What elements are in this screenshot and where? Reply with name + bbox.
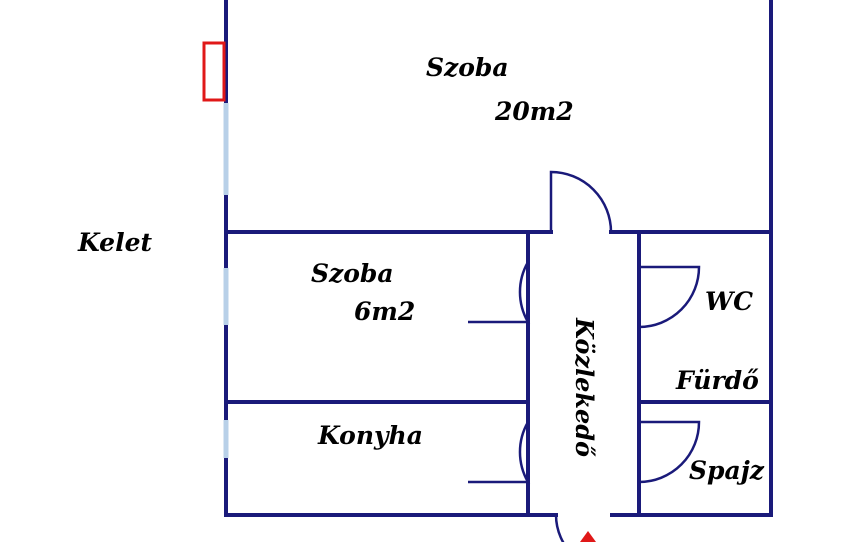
door-swings — [468, 170, 701, 542]
room-szoba-small-area: 6m2 — [354, 297, 415, 326]
door-swing-szoba-small — [468, 261, 531, 324]
room-konyha-name: Konyha — [317, 421, 423, 450]
door-swing-entrance — [554, 514, 565, 542]
room-spajz-name: Spajz — [689, 456, 765, 485]
room-szoba-large-area: 20m2 — [494, 97, 574, 126]
door-swing-spajz — [638, 420, 701, 484]
room-wc-name: WC — [705, 287, 753, 316]
room-szoba-small-name: Szoba — [311, 259, 394, 288]
door-swing-wc — [638, 265, 701, 329]
door-swing-szoba-large — [549, 170, 613, 233]
room-furdo-name: Fürdő — [675, 366, 759, 395]
marker-red — [202, 41, 226, 102]
room-kozlekedo-name: Közlekedő — [570, 317, 599, 457]
entrance-arrow-marker — [580, 531, 596, 542]
compass-east-label: Kelet — [77, 228, 152, 257]
door-swing-konyha — [468, 421, 531, 484]
room-szoba-large-name: Szoba — [426, 53, 509, 82]
